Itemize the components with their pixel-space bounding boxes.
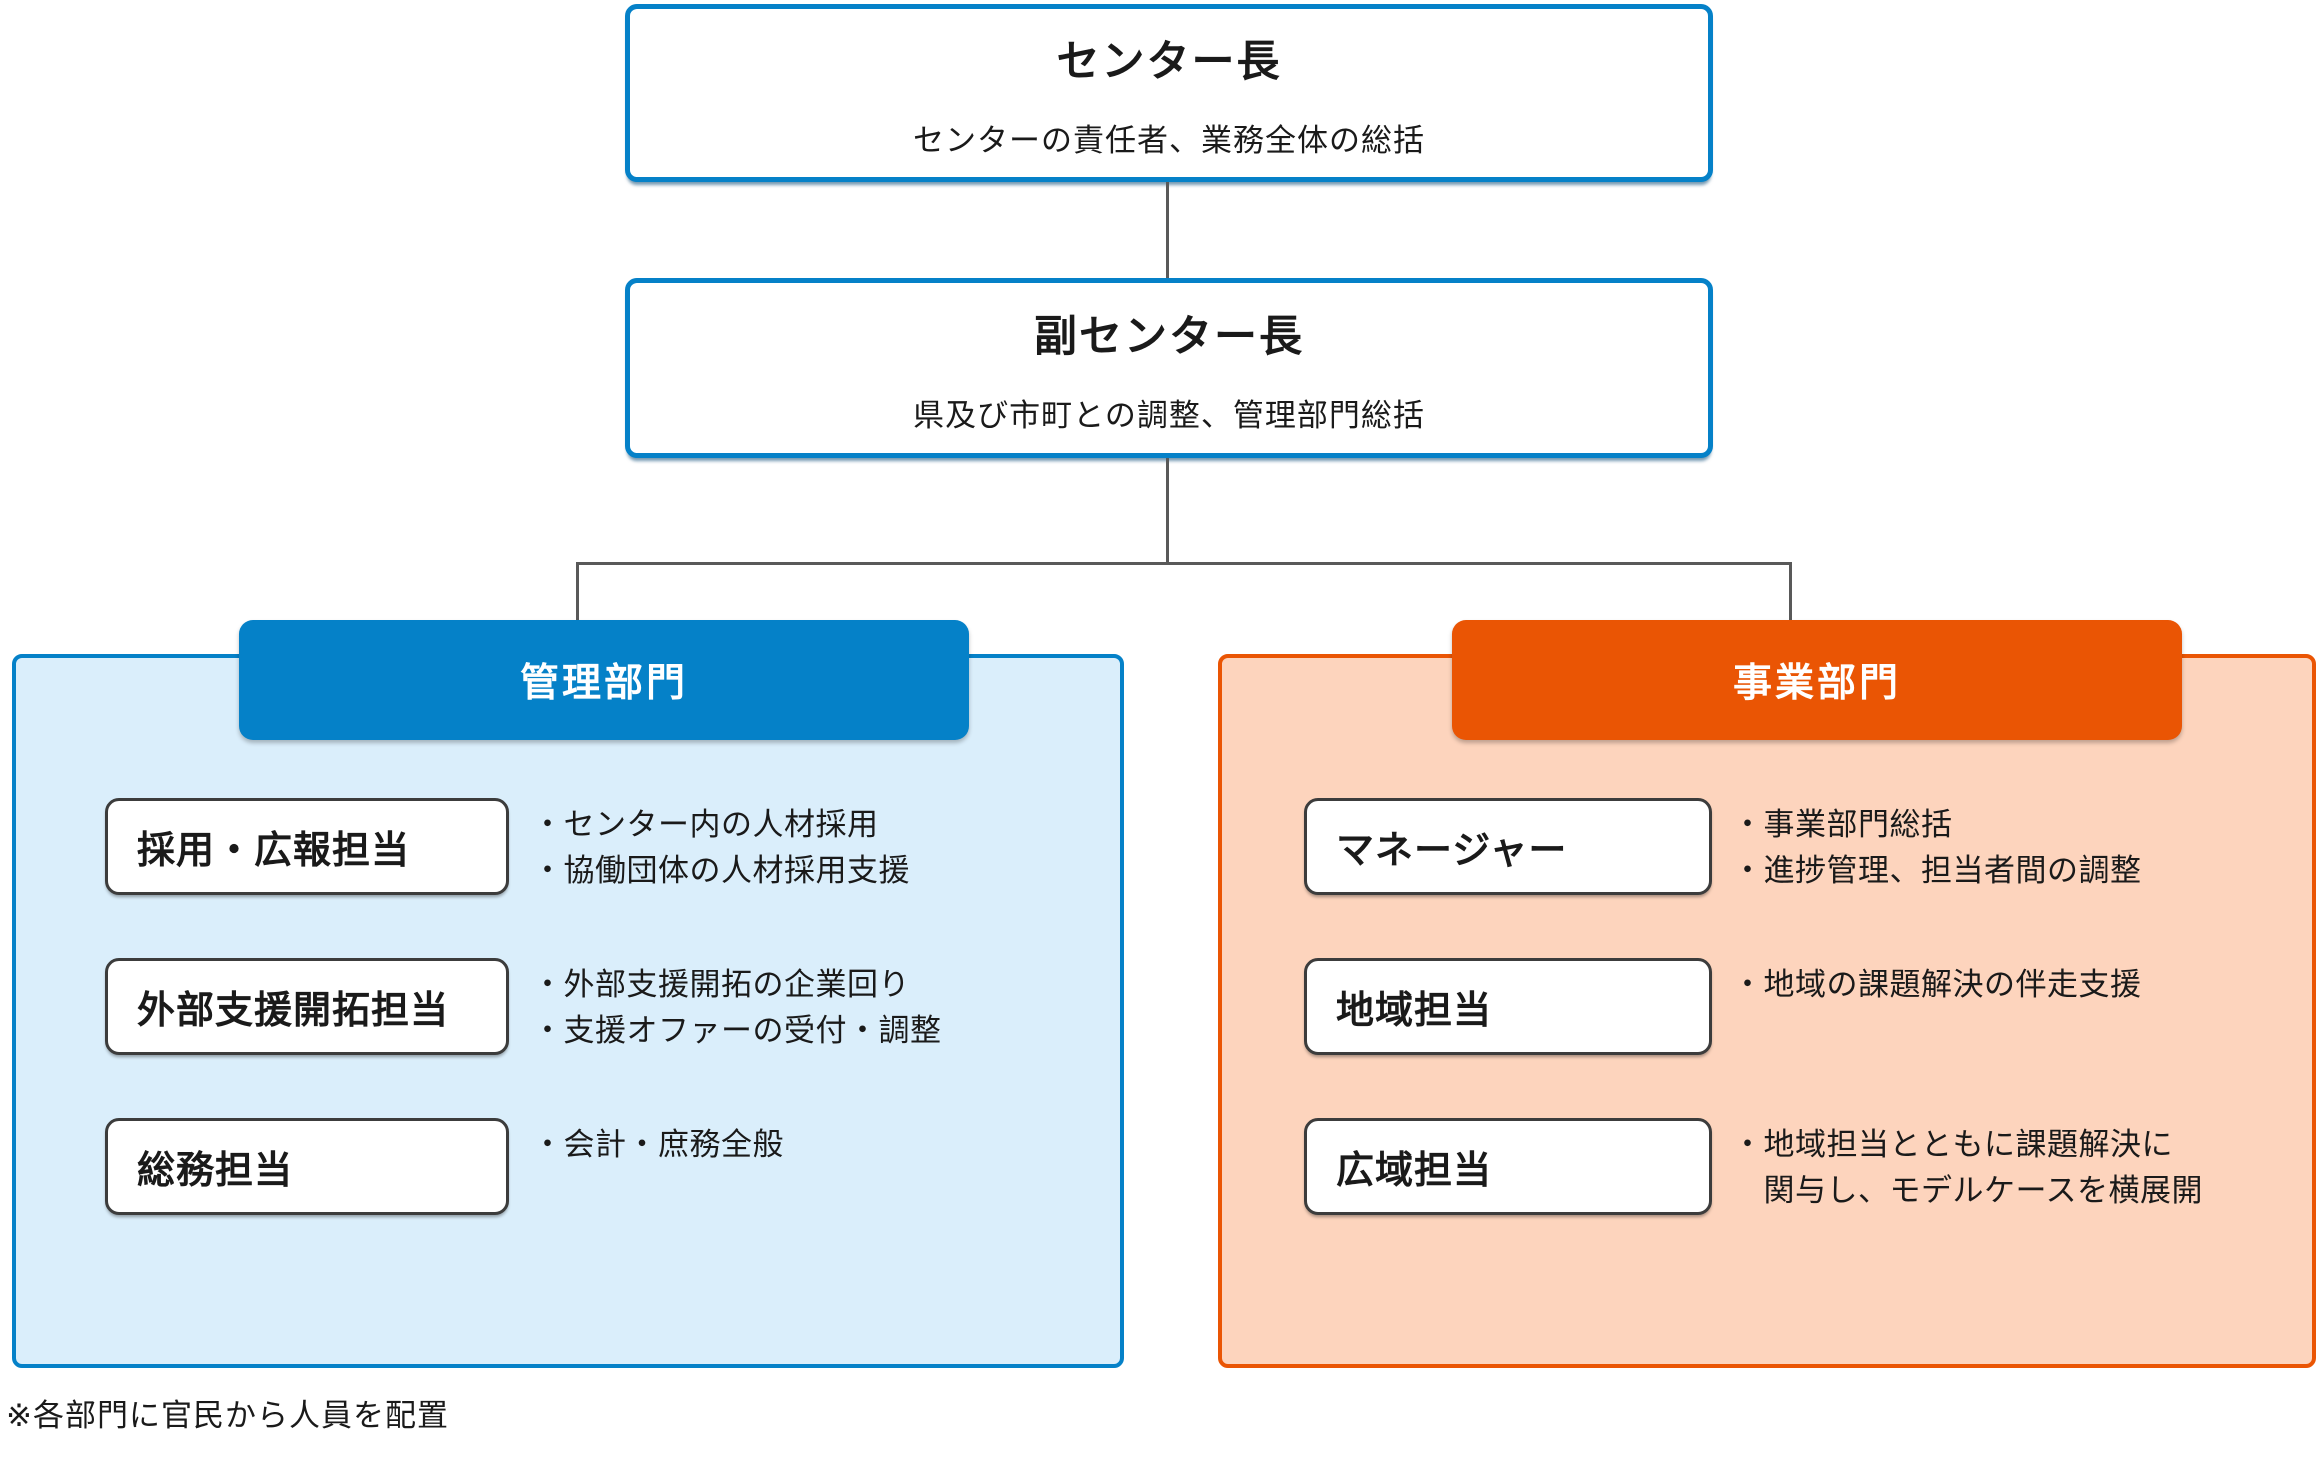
- connector-drop-management: [576, 562, 579, 622]
- business-item-manager: マネージャー ・ 事業部門総括 ・ 進捗管理、担当者間の調整: [1304, 798, 2304, 898]
- connector-deputy-stem: [1166, 458, 1169, 564]
- bullet-item: ・ 協働団体の人材採用支援: [532, 848, 1172, 894]
- item-label-box: 総務担当: [105, 1118, 509, 1215]
- item-bullets: ・ 地域担当とともに課題解決に 関与し、モデルケースを横展開: [1732, 1122, 2320, 1214]
- bullet-marker: ・: [532, 853, 564, 888]
- item-label-box: 外部支援開拓担当: [105, 958, 509, 1055]
- bullet-item: ・ 支援オファーの受付・調整: [532, 1008, 1172, 1054]
- management-item-external-support: 外部支援開拓担当 ・ 外部支援開拓の企業回り ・ 支援オファーの受付・調整: [105, 958, 1115, 1058]
- bullet-item: ・ 事業部門総括: [1732, 802, 2320, 848]
- deputy-director-box: 副センター長 県及び市町との調整、管理部門総括: [625, 278, 1713, 458]
- center-director-title: センター長: [1056, 37, 1282, 86]
- deputy-director-subtitle: 県及び市町との調整、管理部門総括: [913, 397, 1425, 433]
- bullet-marker: ・: [1732, 807, 1764, 842]
- business-item-regional: 地域担当 ・ 地域の課題解決の伴走支援: [1304, 958, 2304, 1058]
- bullet-marker: ・: [1732, 967, 1764, 1002]
- bullet-item: ・ 外部支援開拓の企業回り: [532, 962, 1172, 1008]
- item-label-box: 採用・広報担当: [105, 798, 509, 895]
- business-item-wide-area: 広域担当 ・ 地域担当とともに課題解決に 関与し、モデルケースを横展開: [1304, 1118, 2304, 1218]
- bullet-marker: ・: [1732, 1127, 1764, 1162]
- management-item-recruit-pr: 採用・広報担当 ・ センター内の人材採用 ・ 協働団体の人材採用支援: [105, 798, 1115, 898]
- business-header-badge: 事業部門: [1452, 620, 2182, 740]
- bullet-text: 事業部門総括: [1763, 807, 1953, 842]
- bullet-item: ・ 進捗管理、担当者間の調整: [1732, 848, 2320, 894]
- footnote: ※各部門に官民から人員を配置: [6, 1398, 449, 1433]
- center-director-box: センター長 センターの責任者、業務全体の総括: [625, 4, 1713, 182]
- bullet-text: 協働団体の人材採用支援: [563, 853, 910, 888]
- bullet-text: 進捗管理、担当者間の調整: [1763, 853, 2142, 888]
- bullet-marker: ・: [532, 1127, 564, 1162]
- item-bullets: ・ 外部支援開拓の企業回り ・ 支援オファーの受付・調整: [532, 962, 1172, 1054]
- bullet-item: ・ 地域担当とともに課題解決に 関与し、モデルケースを横展開: [1732, 1122, 2320, 1214]
- bullet-text: 地域担当とともに課題解決に 関与し、モデルケースを横展開: [1763, 1127, 2203, 1208]
- bullet-text: 地域の課題解決の伴走支援: [1763, 967, 2142, 1002]
- bullet-marker: ・: [532, 967, 564, 1002]
- item-bullets: ・ 会計・庶務全般: [532, 1122, 1172, 1168]
- management-item-general-affairs: 総務担当 ・ 会計・庶務全般: [105, 1118, 1115, 1218]
- bullet-text: 会計・庶務全般: [563, 1127, 784, 1162]
- connector-director-to-deputy: [1166, 182, 1169, 278]
- item-label-box: 地域担当: [1304, 958, 1712, 1055]
- bullet-marker: ・: [1732, 853, 1764, 888]
- bullet-text: 外部支援開拓の企業回り: [563, 967, 910, 1002]
- item-label-box: 広域担当: [1304, 1118, 1712, 1215]
- bullet-text: 支援オファーの受付・調整: [563, 1013, 942, 1048]
- bullet-item: ・ 会計・庶務全般: [532, 1122, 1172, 1168]
- bullet-item: ・ センター内の人材採用: [532, 802, 1172, 848]
- management-header-badge: 管理部門: [239, 620, 969, 740]
- connector-branch-horizontal: [576, 562, 1792, 565]
- bullet-marker: ・: [532, 1013, 564, 1048]
- item-bullets: ・ 事業部門総括 ・ 進捗管理、担当者間の調整: [1732, 802, 2320, 894]
- center-director-subtitle: センターの責任者、業務全体の総括: [913, 122, 1425, 158]
- item-bullets: ・ センター内の人材採用 ・ 協働団体の人材採用支援: [532, 802, 1172, 894]
- deputy-director-title: 副センター長: [1034, 312, 1304, 361]
- bullet-item: ・ 地域の課題解決の伴走支援: [1732, 962, 2320, 1008]
- item-label-box: マネージャー: [1304, 798, 1712, 895]
- bullet-marker: ・: [532, 807, 564, 842]
- bullet-text: センター内の人材採用: [563, 807, 879, 842]
- connector-drop-business: [1789, 562, 1792, 622]
- item-bullets: ・ 地域の課題解決の伴走支援: [1732, 962, 2320, 1008]
